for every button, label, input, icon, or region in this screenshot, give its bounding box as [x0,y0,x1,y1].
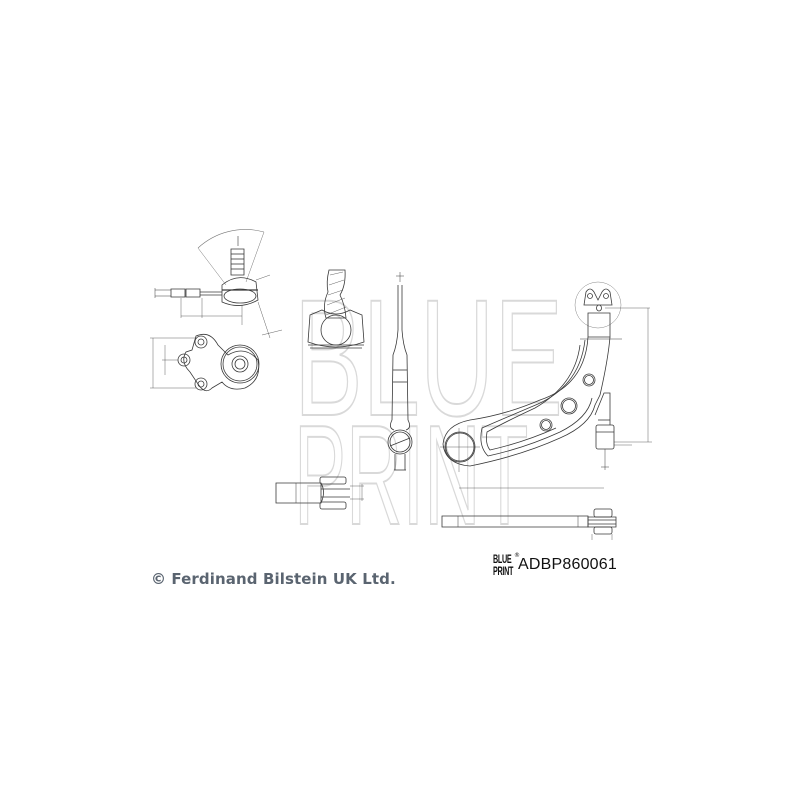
brand-logo: BLUE PRINT ® [493,552,520,581]
watermark-blue: BLUE [293,266,563,451]
control-arm-bottom-view [442,509,616,540]
brand-logo-line2: PRINT [493,564,514,578]
brand-logo-line1: BLUE [493,552,512,566]
registered-mark: ® [514,552,520,559]
watermark-print: PRINT [293,396,529,555]
control-arm-plan-view [440,282,652,488]
part-number: ADBP860061 [518,556,617,573]
ball-joint-side-view [155,229,282,338]
bushing-side-view [276,477,364,509]
control-arm-edge-view [388,272,412,470]
copyright-text: © Ferdinand Bilstein UK Ltd. [151,570,396,588]
ball-joint-cross-section [308,270,364,348]
ball-joint-top-view [150,334,259,390]
